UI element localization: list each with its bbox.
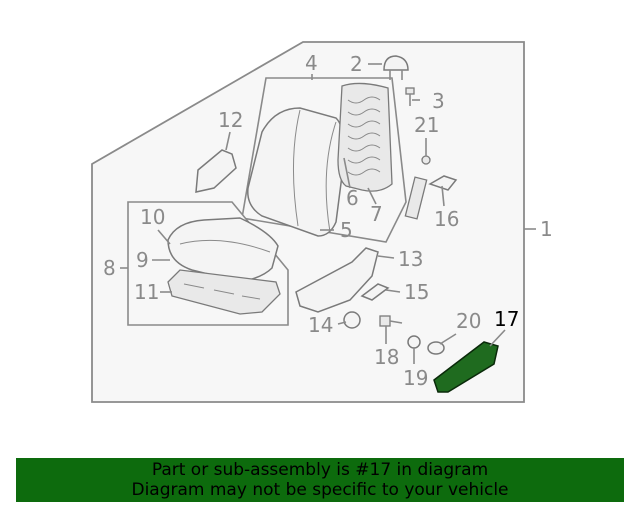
callout-20: 20	[456, 309, 481, 333]
seat-cushion-frame	[167, 269, 281, 315]
callout-15: 15	[404, 280, 429, 304]
headrest	[383, 55, 409, 80]
seat-cushion	[167, 217, 279, 283]
callout-6: 6	[346, 186, 359, 210]
headrest-guide	[405, 87, 415, 106]
callout-17[interactable]: 17	[494, 307, 519, 331]
callout-13: 13	[398, 247, 423, 271]
banner-line-disclaimer: Diagram may not be specific to your vehi…	[131, 480, 509, 500]
lumbar-gear	[343, 311, 361, 329]
callout-3: 3	[432, 89, 445, 113]
callout-12: 12	[218, 108, 243, 132]
callout-9: 9	[136, 248, 149, 272]
leader-lines	[120, 63, 536, 364]
callout-4: 4	[305, 51, 318, 75]
side-cover-highlighted[interactable]	[433, 341, 499, 393]
callout-8: 8	[103, 256, 116, 280]
bolt	[379, 315, 403, 327]
recliner-cover	[195, 149, 237, 193]
callout-5: 5	[340, 218, 353, 242]
callout-11: 11	[134, 280, 159, 304]
recline-knob	[360, 283, 390, 301]
callout-2: 2	[350, 52, 363, 76]
seat-back-frame	[337, 82, 393, 192]
washer	[407, 335, 421, 349]
callout-21: 21	[414, 113, 439, 137]
callout-19: 19	[403, 366, 428, 390]
callout-16: 16	[434, 207, 459, 231]
callout-18: 18	[374, 345, 399, 369]
part-info-banner: Part or sub-assembly is #17 in diagram D…	[16, 458, 624, 502]
callout-10: 10	[140, 205, 165, 229]
callout-7: 7	[370, 202, 383, 226]
cap	[427, 341, 445, 355]
banner-line-part: Part or sub-assembly is #17 in diagram	[151, 460, 489, 480]
callout-1: 1	[540, 217, 553, 241]
side-shield	[295, 247, 379, 313]
seat-back-cushion	[247, 107, 346, 237]
callout-14: 14	[308, 313, 333, 337]
